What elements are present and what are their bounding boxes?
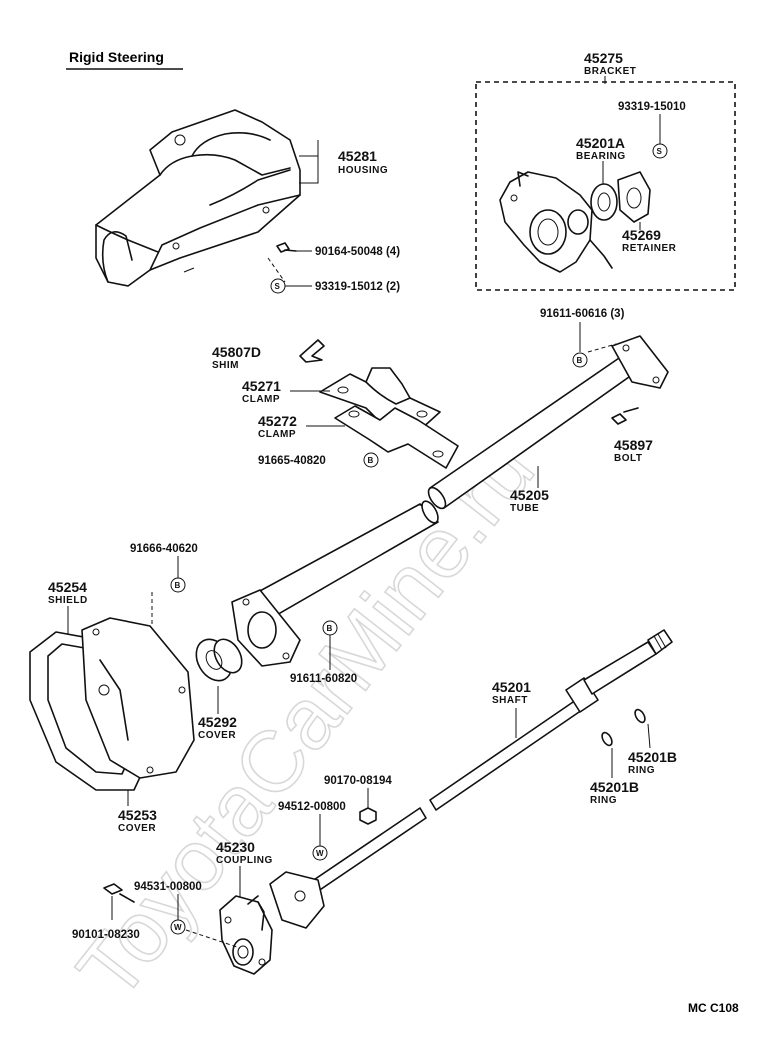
shield-name: SHIELD (48, 595, 88, 606)
bolt-symbol-2 (572, 352, 588, 368)
bolt-symbol-3 (170, 577, 186, 593)
figure-code: MC C108 (688, 1001, 739, 1015)
fastener-94531-label: 94531-00800 (134, 881, 202, 893)
bearing-part-number: 45201A (576, 135, 625, 151)
bolt-90101-drawing (103, 883, 135, 903)
shield-part-number: 45254 (48, 579, 87, 595)
bracket-drawing (499, 171, 613, 273)
ring1-leader (647, 723, 651, 749)
ring2-part-number: 45201B (590, 779, 639, 795)
housing-name: HOUSING (338, 165, 388, 176)
cover-plug-drawing (195, 638, 243, 682)
ring-drawing-2 (601, 731, 613, 747)
washer-symbol (312, 845, 328, 861)
shaft-name: SHAFT (492, 695, 528, 706)
clamp-45271-part-number: 45271 (242, 378, 281, 394)
fastener-94512-label: 94512-00800 (278, 801, 346, 813)
fastener-93319-15010-label: 93319-15010 (618, 101, 686, 113)
fastener-91611-60616-label: 91611-60616 (3) (540, 308, 625, 320)
bolt-symbol (363, 452, 379, 468)
shim-drawing (299, 339, 325, 363)
ring2-name: RING (590, 795, 617, 806)
spring-symbol-letter: S (275, 282, 281, 291)
cover-plate-part-number: 45253 (118, 807, 157, 823)
clamp-45271-drawing (319, 367, 441, 431)
coupling-part-number: 45230 (216, 839, 255, 855)
bolt-name: BOLT (614, 453, 642, 464)
bracket-part-number: 45275 (584, 50, 623, 66)
fastener-90164-label: 90164-50048 (4) (315, 246, 400, 258)
housing-bracket-line (299, 140, 319, 184)
ring1-name: RING (628, 765, 655, 776)
fastener-91665-label: 91665-40820 (258, 455, 326, 467)
bolt-symbol-letter-3: B (175, 581, 181, 590)
page-title: Rigid Steering (69, 49, 164, 65)
coupling-dash (185, 929, 241, 949)
clamp-45272-part-number: 45272 (258, 413, 297, 429)
fastener-91611-60820-label: 91611-60820 (290, 673, 357, 685)
shield-drawing (29, 617, 195, 791)
screw-dash (267, 257, 286, 283)
ring1-part-number: 45201B (628, 749, 677, 765)
cover-plug-part-number: 45292 (198, 714, 237, 730)
coupling-name: COUPLING (216, 855, 273, 866)
shim-name: SHIM (212, 360, 239, 371)
coupling-drawing (219, 895, 273, 975)
clamp-45272-name: CLAMP (258, 429, 296, 440)
fastener-90170-label: 90170-08194 (324, 775, 392, 787)
retainer-drawing (617, 171, 651, 223)
fastener-90101-label: 90101-08230 (72, 929, 140, 941)
washer-symbol-letter-2: W (174, 923, 182, 932)
bearing-drawing (590, 183, 618, 221)
bolt-symbol-letter-4: B (327, 624, 333, 633)
tube-drawing (231, 335, 669, 667)
bolt-symbol-letter: B (368, 456, 374, 465)
spring-symbol-letter-2: S (657, 147, 663, 156)
shim-part-number: 45807D (212, 344, 261, 360)
cover-plug-name: COVER (198, 730, 236, 741)
spring-washer-symbol-2 (652, 143, 668, 159)
bolt-45897-drawing (611, 407, 639, 425)
retainer-name: RETAINER (622, 243, 677, 254)
cover-plate-name: COVER (118, 823, 156, 834)
washer-symbol-letter: W (316, 849, 324, 858)
fastener-91666-label: 91666-40620 (130, 543, 198, 555)
clamp-45271-name: CLAMP (242, 394, 280, 405)
bolt-symbol-letter-2: B (577, 356, 583, 365)
tube-name: TUBE (510, 503, 539, 514)
housing-part-number: 45281 (338, 148, 377, 164)
bolt-part-number: 45897 (614, 437, 653, 453)
nut-drawing (359, 807, 377, 825)
ring-drawing-1 (634, 708, 646, 724)
shaft-part-number: 45201 (492, 679, 531, 695)
retainer-part-number: 45269 (622, 227, 661, 243)
bearing-name: BEARING (576, 151, 626, 162)
tube-part-number: 45205 (510, 487, 549, 503)
washer-symbol-2 (170, 919, 186, 935)
bracket-name: BRACKET (584, 66, 636, 77)
fastener-93319-15012-label: 93319-15012 (2) (315, 281, 400, 293)
clamp-45272-drawing (334, 405, 459, 469)
shaft-drawing (269, 629, 673, 929)
tube-dash (587, 343, 617, 353)
screw-90164-drawing (276, 242, 297, 253)
